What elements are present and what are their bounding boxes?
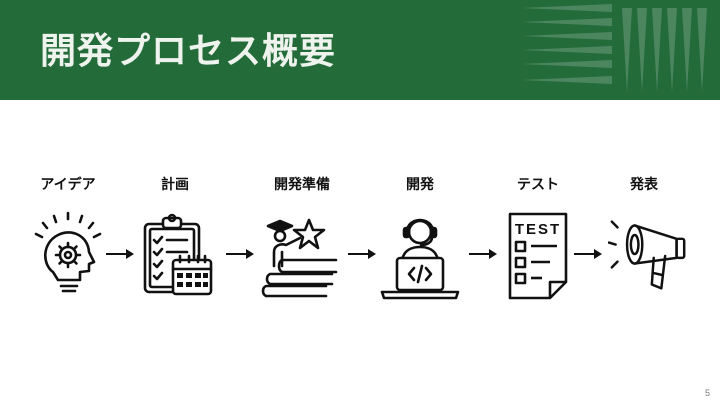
slide-title: 開発プロセス概要 [40, 31, 337, 72]
arrow-right-icon [106, 249, 134, 259]
title-banner: 開発プロセス概要 [0, 0, 720, 100]
decorative-stripes [522, 4, 707, 92]
test-checklist-icon: TEST [508, 212, 568, 300]
arrow-right-icon [348, 249, 376, 259]
books-graduate-star-icon [261, 218, 338, 298]
arrow-right-icon [469, 249, 497, 259]
page-number: 5 [704, 388, 710, 398]
step-label-prep: 開発準備 [274, 177, 330, 193]
step-label-dev: 開発 [406, 177, 434, 193]
step-label-plan: 計画 [161, 177, 189, 193]
step-label-idea: アイデア [40, 177, 96, 193]
step-label-release: 発表 [630, 177, 658, 193]
clipboard-calendar-icon [143, 213, 213, 296]
arrow-right-icon [226, 249, 254, 259]
developer-laptop-icon [380, 218, 460, 300]
step-label-test: テスト [517, 177, 559, 193]
test-icon-text: TEST [515, 221, 561, 238]
idea-head-gear-icon [34, 211, 102, 293]
arrow-right-icon [574, 249, 602, 259]
megaphone-icon [608, 220, 686, 290]
